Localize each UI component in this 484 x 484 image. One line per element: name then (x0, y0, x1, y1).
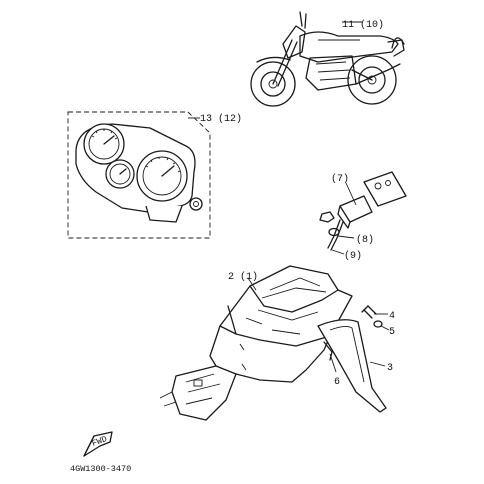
rear-fender-group (159, 265, 353, 421)
leader-9 (331, 249, 345, 255)
leader-2 (247, 277, 257, 291)
callout-9: (9) (344, 250, 362, 262)
callout-3: 3 (387, 363, 393, 374)
leader-8 (337, 235, 355, 239)
leader-7 (345, 182, 357, 206)
front-arrow-label: FWD (91, 434, 109, 449)
callout-4: 4 (389, 311, 395, 322)
front-direction-arrow-icon: FWD (83, 431, 113, 457)
callout-11: 11 (10) (342, 19, 384, 31)
callout-2: 2 (1) (228, 271, 258, 283)
callout-5: 5 (389, 327, 395, 338)
meter-assembly-group (67, 111, 211, 239)
leader-3 (369, 361, 386, 367)
leader-6 (329, 353, 337, 373)
leader-5 (380, 325, 390, 331)
callout-7: (7) (331, 173, 349, 185)
rear-flap-group (317, 305, 387, 413)
diagram-code: 4GW1300-3470 (70, 464, 131, 474)
motorcycle-illustration (250, 11, 405, 107)
license-bracket-group (319, 171, 407, 251)
callout-6: 6 (334, 377, 340, 388)
callout-8: (8) (356, 234, 374, 246)
callout-13: 13 (12) (200, 113, 242, 125)
